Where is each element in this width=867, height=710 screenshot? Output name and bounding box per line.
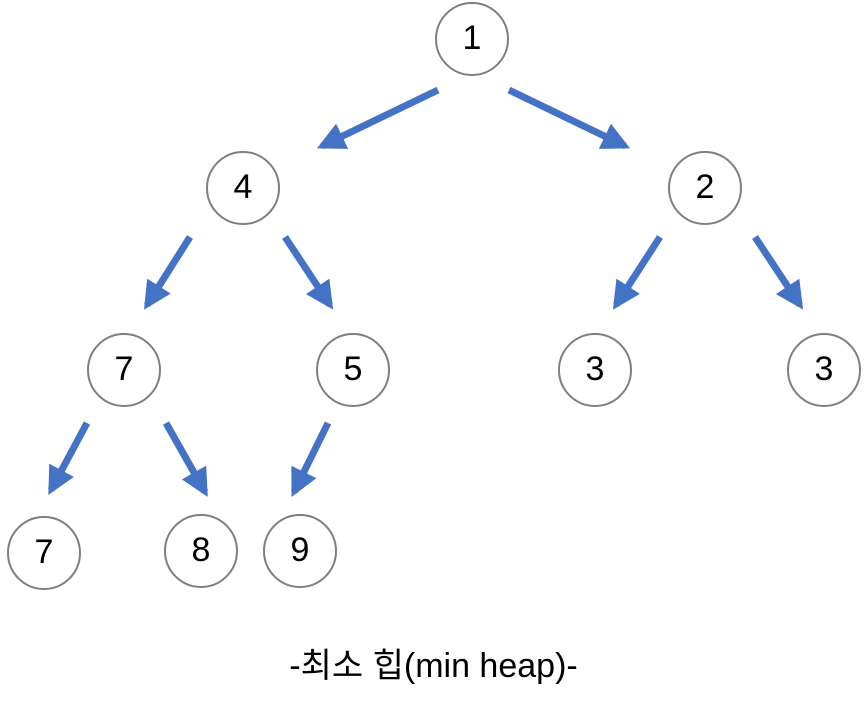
edges [47, 86, 804, 498]
tree-node: 3 [787, 333, 861, 407]
node-label: 5 [344, 350, 363, 388]
tree-node: 7 [7, 516, 81, 590]
tree-node: 5 [316, 333, 390, 407]
nodes: 1 4 2 7 5 3 3 7 [7, 2, 861, 590]
node-label: 4 [234, 168, 253, 206]
node-label: 8 [192, 531, 211, 569]
edge-n4-n9 [162, 421, 209, 497]
tree-node: 8 [164, 514, 238, 588]
edge-n2-n5 [282, 235, 334, 310]
edge-n1-n3 [507, 86, 631, 150]
tree-node: 7 [87, 333, 161, 407]
node-label: 1 [463, 19, 482, 57]
edge-n3-n7 [752, 235, 804, 310]
node-label: 9 [291, 531, 310, 569]
node-label: 3 [815, 350, 834, 388]
tree-node: 4 [206, 151, 280, 225]
edge-n5-n10 [290, 421, 332, 498]
edge-n1-n2 [316, 86, 440, 150]
tree-node: 9 [263, 514, 337, 588]
edge-n4-n8 [47, 421, 91, 495]
node-label: 7 [115, 350, 134, 388]
node-label: 7 [35, 533, 54, 571]
edge-n2-n4 [144, 235, 193, 310]
tree-node: 2 [668, 151, 742, 225]
edge-n3-n6 [612, 235, 663, 310]
node-label: 3 [586, 350, 605, 388]
tree-node: 3 [558, 333, 632, 407]
diagram-caption: -최소 힙(min heap)- [289, 647, 578, 685]
node-label: 2 [696, 168, 715, 206]
tree-node: 1 [435, 2, 509, 76]
